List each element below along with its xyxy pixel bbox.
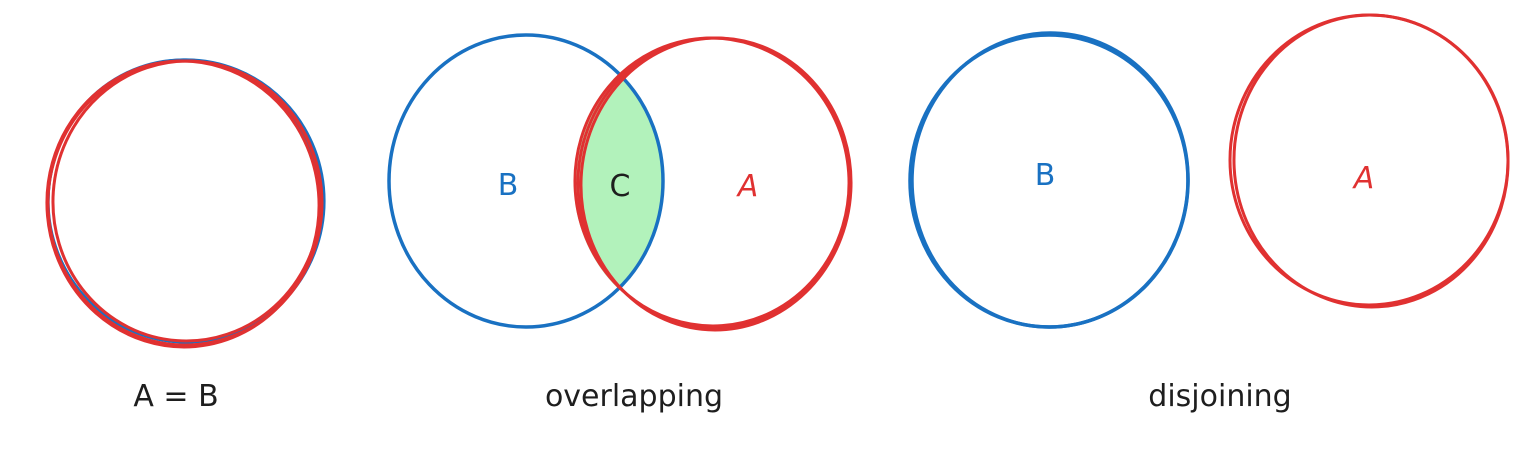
set-a-circle-equal [45, 59, 324, 349]
set-b-circle-equal [46, 58, 326, 348]
set-a-label-overlapping: A [736, 169, 759, 204]
set-b-label-overlapping: B [498, 168, 519, 203]
caption-equal: A = B [133, 379, 218, 414]
set-b-circle-overlapping [387, 33, 665, 329]
set-a-circle-disjoining [1228, 13, 1510, 309]
intersection-region [573, 73, 664, 290]
set-a-circle-overlapping [573, 36, 853, 332]
panel-equal: A = B [45, 58, 326, 414]
caption-overlapping: overlapping [545, 379, 723, 414]
intersection-c-label: C [610, 169, 631, 204]
set-b-circle-disjoining [908, 31, 1190, 329]
panel-disjoining: B A disjoining [908, 13, 1510, 414]
panel-overlapping: B C A overlapping [387, 33, 853, 414]
caption-disjoining: disjoining [1148, 379, 1291, 414]
set-b-label-disjoining: B [1035, 158, 1056, 193]
set-a-label-disjoining: A [1352, 161, 1375, 196]
